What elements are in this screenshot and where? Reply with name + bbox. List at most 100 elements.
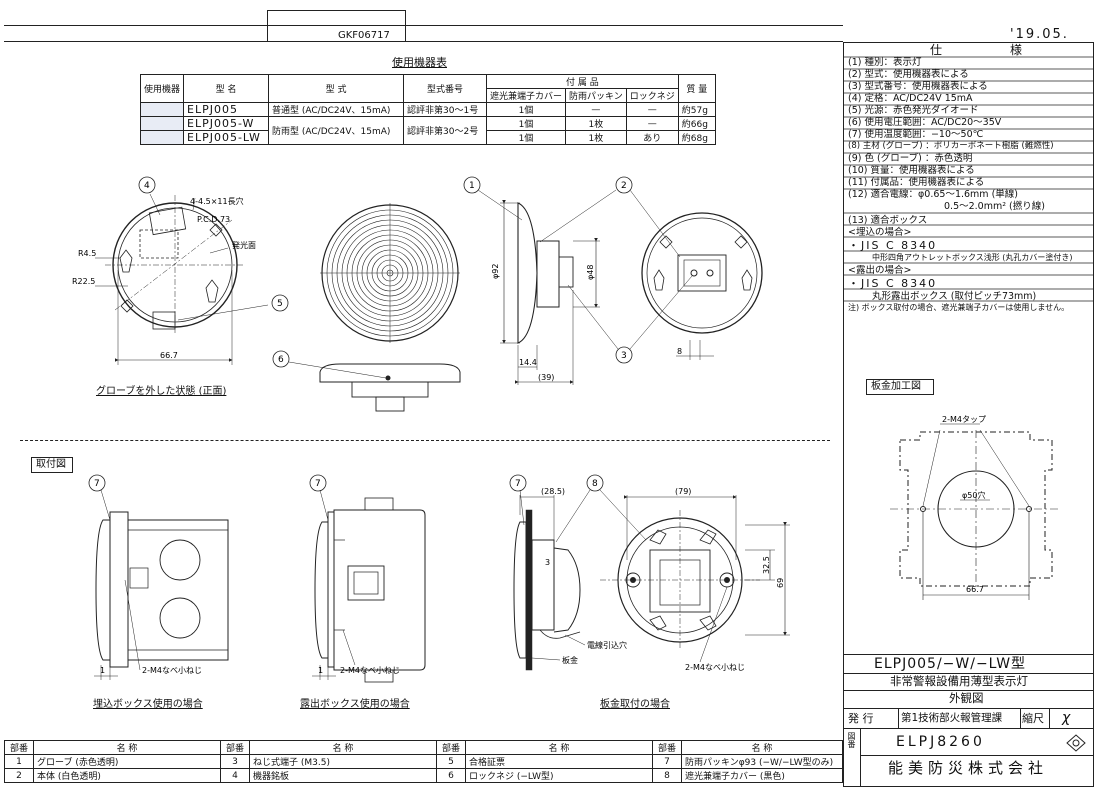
spec-line: (10) 質量：使用機器表による — [848, 165, 975, 176]
mount-title-box — [31, 457, 73, 473]
case-embedded-caption: 埋込ボックス使用の場合 — [93, 699, 203, 710]
section-separator — [20, 440, 830, 441]
m4-label-a: 2-M4なべ小ねじ — [142, 666, 202, 675]
use-cell[interactable] — [139, 116, 185, 131]
packing-cell: — — [565, 102, 627, 117]
fig-no-label: 図番 — [847, 732, 856, 748]
panel-tap-label: 2-M4タップ — [942, 415, 986, 424]
spec-line: 注) ボックス取付の場合、遮光兼端子カバーは使用しません。 — [848, 303, 1070, 312]
bottom-view: 6 — [272, 350, 461, 412]
drawing-code: GKF06717 — [338, 30, 390, 41]
part-name: ロックネジ (−LW型) — [465, 768, 653, 783]
part-name: 防雨パッキンφ93 (−W/−LW型のみ) — [681, 754, 843, 769]
part-no: 7 — [652, 754, 682, 769]
part-name: ねじ式端子 (M3.5) — [249, 754, 437, 769]
exposed-box-view: 1 2-M4なべ小ねじ 7 — [309, 474, 426, 683]
tb-vline — [860, 728, 861, 786]
front-caption: グローブを外した状態 (正面) — [96, 386, 227, 397]
sheet-metal-side-view: (28.5) 3 電線引込穴 板金 7 8 — [509, 474, 647, 671]
header-accessories: 付 属 品 — [486, 74, 679, 89]
header-frame — [4, 25, 843, 42]
spec-line: (8) 主材 (グローブ) ：ポリカーボネート樹脂 (難燃性) — [848, 141, 1054, 151]
sheet-label: 板金 — [562, 655, 578, 665]
parts-header-no: 部番 — [652, 740, 682, 755]
spec-line: ・JIS C 8340 — [848, 277, 938, 290]
model-cell: ELPJ005-W — [183, 116, 270, 131]
cover-cell: 1個 — [486, 130, 567, 145]
parts-header-no: 部番 — [436, 740, 466, 755]
model-cell: ELPJ005 — [183, 102, 270, 117]
use-cell[interactable] — [139, 102, 185, 117]
projection-symbol-icon — [1066, 734, 1086, 752]
panel-pitch-label: 66.7 — [966, 585, 984, 594]
spec-line: (1) 種別：表示灯 — [848, 57, 922, 68]
parts-header-name: 名 称 — [681, 740, 843, 755]
part-no: 6 — [436, 768, 466, 783]
use-cell[interactable] — [139, 130, 185, 145]
screw-cell: — — [625, 116, 679, 131]
screw-cell: — — [625, 102, 679, 117]
part-name: 合格証票 — [465, 754, 653, 769]
spec-line: 丸形露出ボックス (取付ピッチ73mm) — [872, 291, 1037, 302]
tb-vline — [1020, 708, 1021, 728]
spec-grid — [843, 56, 1094, 302]
d79-label: (79) — [675, 487, 691, 496]
title-block: ELPJ005/−W/−LW型 非常警報設備用薄型表示灯 外観図 発 行 第1技… — [843, 654, 1094, 787]
tb-line — [844, 690, 1093, 691]
mass-cell: 約66g — [677, 116, 716, 131]
spec-list: (1) 種別：表示灯 (2) 型式：使用機器表による (3) 型式番号：使用機器… — [846, 58, 1092, 358]
one-label-a: 1 — [100, 666, 105, 675]
embedded-box-view: 1 2-M4なべ小ねじ 7 — [88, 474, 229, 680]
part-no: 8 — [652, 768, 682, 783]
mass-cell: 約68g — [677, 130, 716, 145]
header-model: 型 名 — [183, 74, 270, 103]
cover-cell: 1個 — [486, 102, 567, 117]
part-no: 1 — [4, 754, 34, 769]
spec-line: (12) 適合電線：φ0.65～1.6mm (単線) — [848, 189, 1018, 200]
part-name: グローブ (赤色透明) — [33, 754, 221, 769]
packing-cell: 1枚 — [565, 130, 627, 145]
one-label-b: 1 — [318, 666, 323, 675]
pcd-label: P.C.D.73 — [197, 215, 230, 224]
d144-label: 14.4 — [519, 358, 537, 367]
callout-4: 4 — [144, 181, 150, 191]
product-subtitle: 非常警報設備用薄型表示灯 — [890, 674, 1028, 688]
part-no: 3 — [220, 754, 250, 769]
d285-label: (28.5) — [541, 487, 565, 496]
d92-label: φ92 — [491, 264, 500, 279]
right-panel-top — [843, 42, 1094, 43]
tb-line — [844, 708, 1093, 709]
callout-7-b: 7 — [315, 479, 321, 489]
d39-label: (39) — [538, 373, 554, 382]
led-label: 発光面 — [232, 240, 256, 250]
part-name: 機器銘板 — [249, 768, 437, 783]
dept-name: 第1技術部火報管理課 — [901, 712, 1003, 724]
r225-label: R22.5 — [72, 277, 95, 286]
spec-line: ・JIS C 8340 — [848, 239, 938, 252]
cover-cell: 1個 — [486, 116, 567, 131]
issue-label: 発 行 — [848, 712, 874, 725]
spec-line: (6) 使用電圧範囲：AC/DC20～35V — [848, 117, 1002, 128]
part-name: 遮光兼端子カバー (黒色) — [681, 768, 843, 783]
header-approval: 型式番号 — [403, 74, 488, 103]
parts-header-no: 部番 — [4, 740, 34, 755]
rear-view: 8 2 3 — [539, 176, 763, 364]
front-view: 4-4.5×11長穴 P.C.D.73 発光面 R4.5 R22.5 66.7 … — [72, 176, 289, 365]
d3-label: 3 — [545, 558, 550, 567]
tb-vline — [1049, 708, 1050, 728]
equipment-table-title: 使用機器表 — [392, 56, 447, 69]
approval-cell: 認評非第30～2号 — [403, 116, 488, 145]
case-sheet-caption: 板金取付の場合 — [600, 699, 670, 710]
callout-1: 1 — [469, 181, 475, 191]
model-cell: ELPJ005-LW — [183, 130, 270, 145]
sheet-metal-front-view: (79) 32.5 69 2-M4なべ小ねじ — [600, 487, 790, 672]
tb-line — [844, 673, 1093, 674]
header-acc-screw: ロックネジ — [625, 88, 679, 103]
spec-line: <露出の場合> — [848, 265, 912, 276]
right-panel-border — [1093, 42, 1094, 787]
spec-line: (3) 型式番号：使用機器表による — [848, 81, 988, 92]
drawing-name: 外観図 — [949, 691, 984, 705]
fig-no: ELPJ8260 — [896, 734, 985, 750]
type-cell: 普通型 (AC/DC24V、15mA) — [268, 102, 405, 117]
globe-front-view — [320, 203, 460, 343]
